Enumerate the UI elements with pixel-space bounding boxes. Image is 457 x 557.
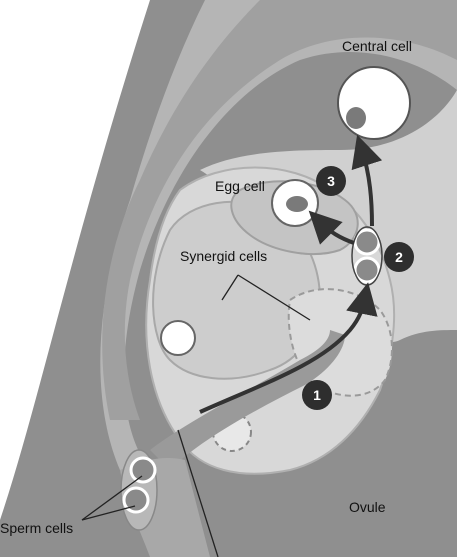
central-cell-vacuole bbox=[338, 67, 410, 139]
step-1-badge: 1 bbox=[302, 380, 332, 410]
released-sperm-lower bbox=[355, 258, 379, 282]
central-cell-label: Central cell bbox=[342, 38, 412, 54]
egg-cell-nucleus bbox=[286, 196, 308, 212]
sperm-cells-label: Sperm cells bbox=[0, 520, 73, 536]
step-3-badge: 3 bbox=[316, 166, 346, 196]
sperm-cell-upper bbox=[131, 458, 155, 482]
step-2-badge: 2 bbox=[384, 242, 414, 272]
central-cell-nucleus bbox=[346, 107, 366, 129]
egg-cell-label: Egg cell bbox=[215, 178, 265, 194]
synergid-nucleus bbox=[161, 321, 195, 355]
released-sperm-upper bbox=[355, 230, 379, 254]
synergid-cells-label: Synergid cells bbox=[180, 248, 267, 264]
ovule-label: Ovule bbox=[349, 499, 386, 515]
